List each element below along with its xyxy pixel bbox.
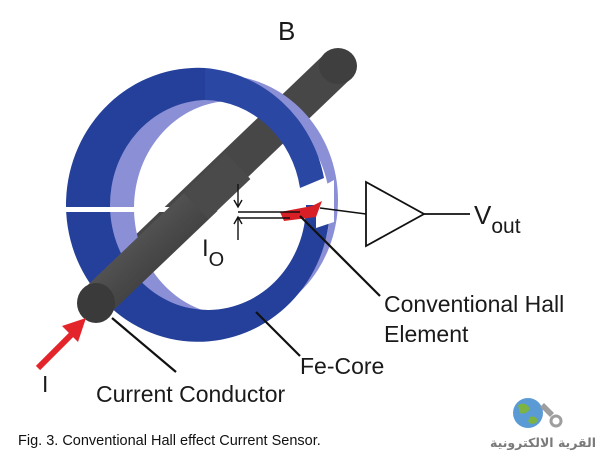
io-label: IO <box>202 235 224 271</box>
amplifier <box>319 180 470 248</box>
hall-element-label-line2: Element <box>384 321 469 347</box>
watermark: القرية الالكترونية <box>488 395 598 461</box>
leader-lines <box>111 215 381 373</box>
conductor-front-end <box>77 283 115 323</box>
wrench-icon <box>540 403 554 417</box>
watermark-text: القرية الالكترونية <box>490 435 596 450</box>
vout-label: Vout <box>474 200 521 238</box>
current-label: I <box>42 371 48 397</box>
hall-element-leader <box>299 215 381 297</box>
fe-core-label: Fe-Core <box>300 353 384 379</box>
conductor-top-end <box>319 48 357 84</box>
current-conductor-front <box>77 152 251 323</box>
magnetic-field-label: B <box>278 16 295 46</box>
hall-element-label-line1: Conventional Hall <box>384 291 564 317</box>
current-conductor-label: Current Conductor <box>96 381 286 407</box>
amplifier-triangle <box>365 180 426 248</box>
globe-icon <box>513 398 543 428</box>
conductor-leader <box>111 317 177 373</box>
figure-caption: Fig. 3. Conventional Hall effect Current… <box>18 433 321 449</box>
watermark-logo <box>513 398 563 428</box>
fe-core-leader <box>255 311 301 357</box>
hall-element <box>280 201 322 221</box>
current-arrow <box>35 318 86 371</box>
gap-dimension-arrows <box>233 184 300 240</box>
